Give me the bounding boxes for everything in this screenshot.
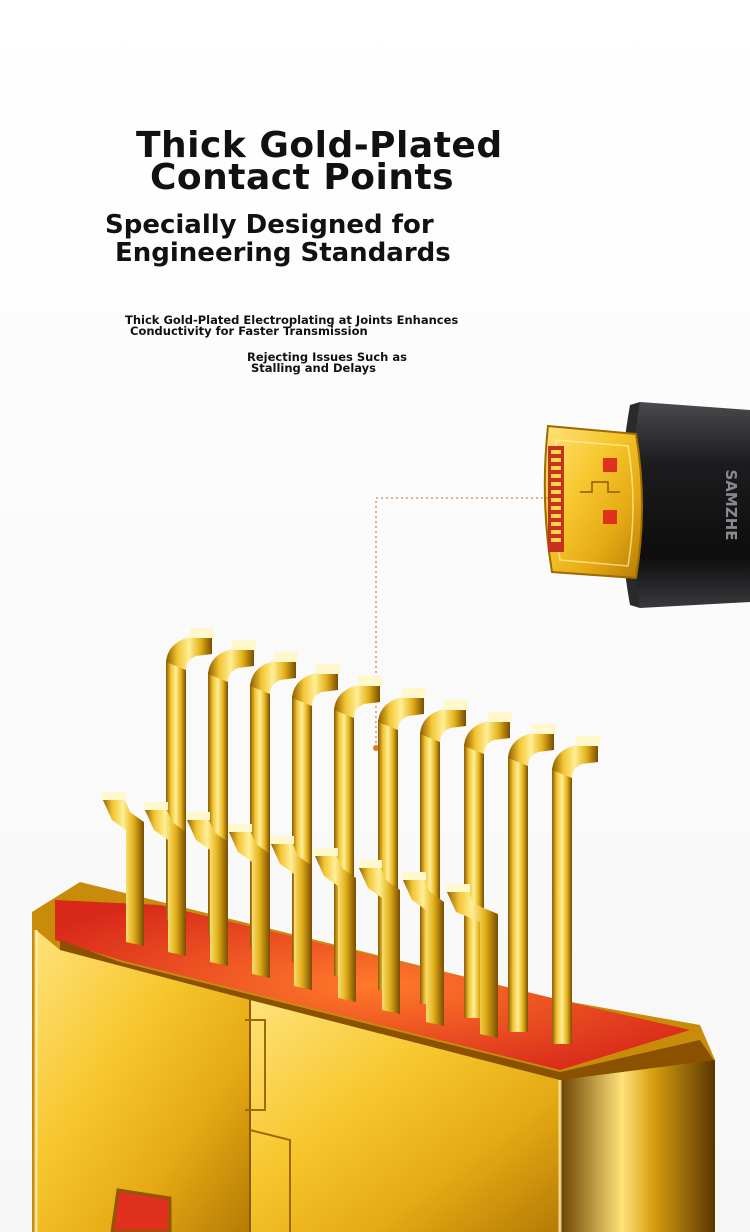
subheadline-line-1: Specially Designed for: [105, 210, 434, 240]
subheadline-line-2: Engineering Standards: [115, 238, 451, 268]
description-line-1a: Thick Gold-Plated Electroplating at Join…: [125, 313, 459, 327]
headline-line-2: Contact Points: [150, 157, 455, 198]
headline-line-1: Thick Gold-Plated: [136, 125, 503, 166]
callout-leader: [375, 497, 548, 745]
brand-mark: SAMZHE: [722, 469, 740, 540]
callout-dot: [373, 745, 379, 751]
description-line-1b: Conductivity for Faster Transmission: [130, 324, 368, 338]
hdmi-cable-thumbnail: SAMZHE: [543, 402, 750, 608]
contact-pins-front-row: [102, 792, 498, 1038]
description-line-2b: Stalling and Delays: [251, 361, 377, 375]
description-line-2a: Rejecting Issues Such as: [247, 350, 407, 364]
